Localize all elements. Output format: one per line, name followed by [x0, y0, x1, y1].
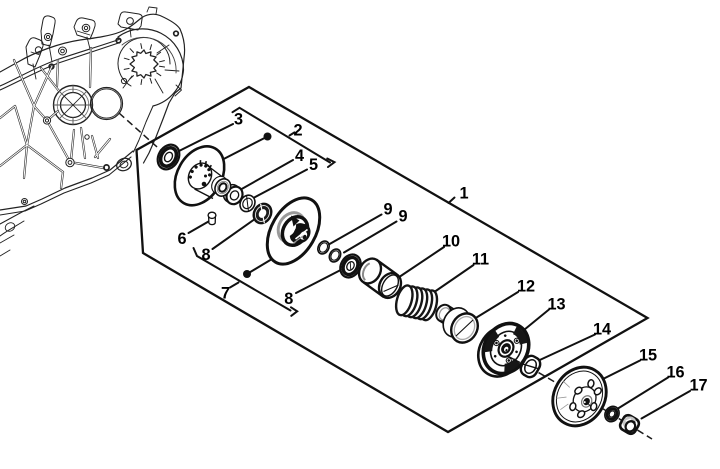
svg-text:7: 7 [221, 285, 230, 303]
svg-text:15: 15 [639, 347, 657, 365]
svg-text:6: 6 [177, 230, 186, 248]
svg-text:5: 5 [309, 156, 318, 174]
svg-text:16: 16 [666, 364, 684, 382]
svg-text:9: 9 [383, 201, 392, 219]
svg-text:14: 14 [593, 321, 611, 339]
svg-text:10: 10 [442, 233, 460, 251]
svg-text:2: 2 [293, 122, 302, 140]
svg-text:8: 8 [201, 246, 210, 264]
svg-text:13: 13 [547, 296, 565, 314]
svg-text:8: 8 [284, 290, 293, 308]
svg-text:9: 9 [398, 208, 407, 226]
svg-text:17: 17 [689, 377, 707, 395]
svg-text:12: 12 [517, 278, 535, 296]
svg-text:4: 4 [295, 147, 304, 165]
svg-text:1: 1 [459, 185, 468, 203]
svg-text:3: 3 [234, 111, 243, 129]
svg-text:11: 11 [472, 251, 489, 269]
